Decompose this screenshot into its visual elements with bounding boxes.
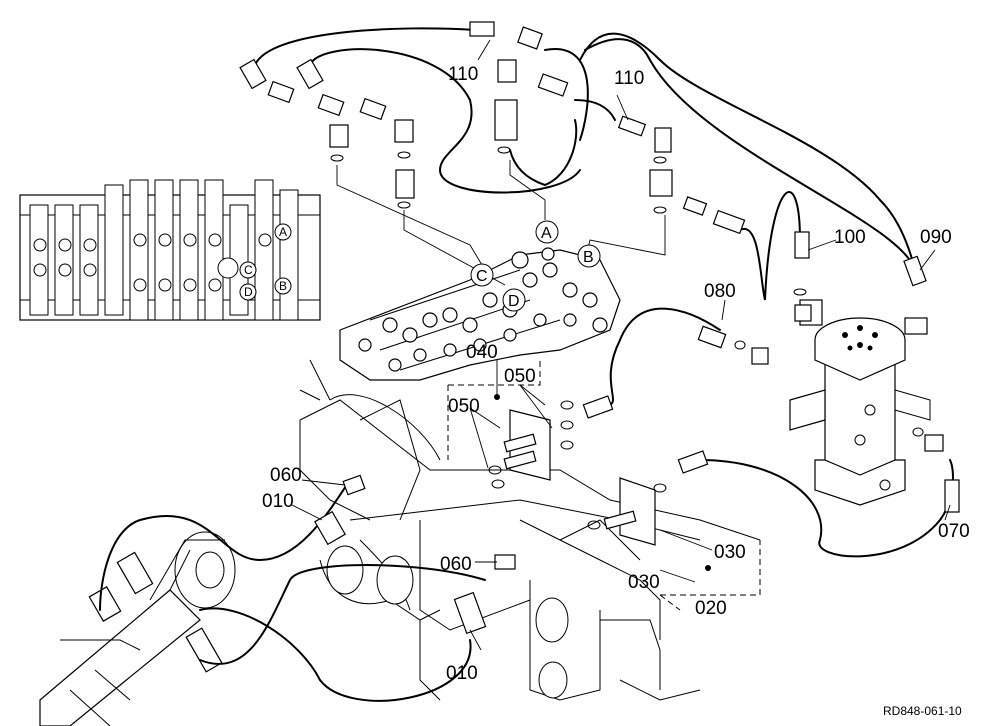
callout-060-lower: 060 — [440, 554, 472, 575]
port-c-circle — [470, 263, 494, 287]
callout-030-lower: 030 — [628, 572, 660, 593]
callout-leaders — [291, 39, 951, 651]
hose-090 — [544, 38, 916, 271]
inset-port-d — [239, 283, 257, 301]
boom-frame — [299, 359, 761, 701]
callout-060-upper: 060 — [270, 465, 302, 486]
port-d-circle — [502, 288, 526, 312]
reference-code: RD848-061-10 — [883, 704, 962, 718]
inset-port-c-label: C — [244, 263, 253, 277]
port-a-label: A — [541, 225, 552, 242]
port-a-circle — [535, 220, 559, 244]
hose-upper-long — [254, 27, 476, 66]
inset-port-b — [274, 277, 292, 295]
callout-100: 100 — [834, 227, 866, 248]
inset-port-b-label: B — [279, 279, 287, 293]
port-guide-lines — [336, 160, 666, 286]
valve-port-fittings — [358, 247, 608, 372]
inset-port-a — [274, 223, 292, 241]
port-b-circle — [577, 244, 601, 268]
callout-080: 080 — [704, 281, 736, 302]
inset-port-a-label: A — [279, 225, 287, 239]
callout-110-right: 110 — [614, 68, 644, 89]
flange-plate-lower — [603, 477, 711, 571]
callout-110-upper: 110 — [448, 64, 478, 85]
hose-fittings — [239, 21, 960, 635]
inset-port-d-label: D — [244, 285, 253, 299]
callout-010-lower: 010 — [446, 663, 478, 684]
hose-110-mid — [509, 119, 578, 187]
hose-lower-1 — [99, 479, 351, 611]
hose-lower-2 — [199, 564, 486, 665]
hose-110-right — [574, 99, 616, 121]
hose-lower-3 — [199, 607, 472, 702]
port-b-label: B — [583, 249, 594, 266]
hoses — [99, 27, 954, 702]
inset-port-c — [239, 261, 257, 279]
hose-080 — [609, 307, 721, 406]
callout-050-upper: 050 — [504, 366, 536, 387]
callout-070: 070 — [938, 521, 970, 542]
swivel-joint — [789, 299, 931, 506]
callout-030-right: 030 — [714, 542, 746, 563]
hose-upper-loop — [309, 48, 581, 194]
control-valve-inset: A B C D — [19, 179, 321, 321]
hose-090-main — [579, 32, 916, 271]
callout-090: 090 — [920, 227, 952, 248]
port-d-label: D — [508, 293, 520, 310]
flange-plate-upper — [494, 394, 551, 481]
port-c-label: C — [476, 268, 488, 285]
callout-040: 040 — [466, 342, 498, 363]
port-callouts: A B C D — [470, 220, 601, 312]
callout-010-upper: 010 — [262, 491, 294, 512]
o-rings — [330, 146, 924, 530]
callout-020: 020 — [695, 598, 727, 619]
callout-050-left: 050 — [448, 396, 480, 417]
inset-port-circles — [33, 233, 272, 292]
control-valve — [339, 247, 621, 381]
hydraulic-cylinder — [39, 531, 236, 726]
dashed-groups — [447, 360, 761, 611]
hose-100 — [739, 191, 801, 301]
part-callouts: 110 110 100 090 080 040 050 050 060 010 … — [262, 64, 970, 684]
